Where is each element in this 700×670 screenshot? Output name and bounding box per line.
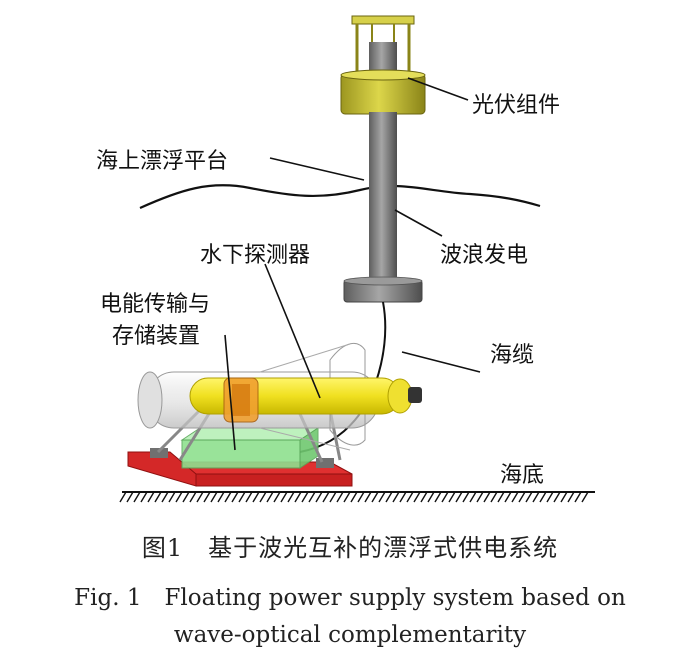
system-diagram: 光伏组件 海上漂浮平台 波浪发电 水下探测器 电能传输与 存储装置 海缆 海底: [96, 15, 595, 503]
label-underwater-detector: 水下探测器: [200, 243, 310, 268]
caption-chinese: 图1 基于波光互补的漂浮式供电系统: [141, 534, 559, 562]
label-floating-platform: 海上漂浮平台: [96, 149, 228, 174]
label-wave-power: 波浪发电: [440, 243, 528, 268]
pv-module: [340, 15, 426, 115]
sea-surface: [139, 184, 541, 210]
caption-english-line2: wave-optical complementarity: [173, 622, 527, 648]
label-storage-line2: 存储装置: [112, 324, 200, 349]
floating-column: [343, 112, 423, 303]
label-seabed: 海底: [500, 463, 544, 488]
coupler: [223, 377, 259, 423]
seabed: [119, 491, 595, 503]
label-storage-line1: 电能传输与: [100, 292, 210, 317]
leader-lines: [224, 77, 481, 451]
label-sea-cable: 海缆: [490, 343, 534, 368]
storage-box: [180, 427, 320, 469]
caption-english-line1: Fig. 1 Floating power supply system base…: [74, 585, 626, 611]
label-pv-module: 光伏组件: [472, 93, 560, 118]
